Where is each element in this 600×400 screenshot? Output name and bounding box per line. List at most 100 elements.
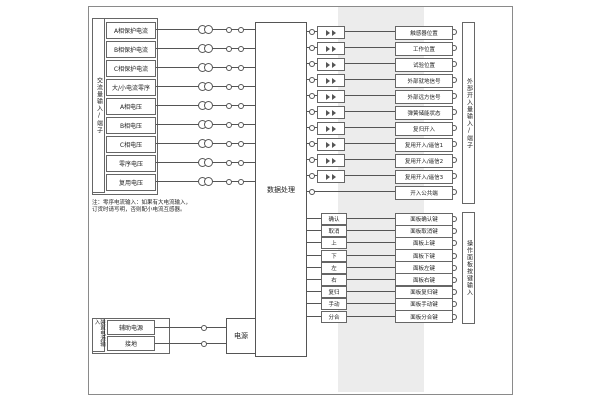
ac-input-label: A相电压	[106, 98, 156, 115]
panel-key-button-symbol: 左	[321, 261, 347, 274]
transformer-icon	[204, 158, 213, 167]
optocoupler-icon	[317, 74, 345, 87]
panel-key-label: 面板分合键	[395, 310, 453, 323]
panel-key-label: 面板右键	[395, 273, 453, 287]
power-supply-label: 电源	[234, 332, 248, 340]
digital-input-label: 工作位置	[395, 42, 453, 56]
terminal-icon	[309, 141, 315, 147]
optocoupler-icon	[317, 154, 345, 167]
wire	[305, 230, 455, 232]
transformer-icon	[204, 82, 213, 91]
digital-input-row: 复用开入/遥信1	[305, 136, 457, 152]
wire	[305, 111, 455, 112]
power-input-row: 接地	[105, 335, 255, 351]
digital-input-label: 外部远方信号	[395, 90, 453, 104]
footnote: 注：零序电流输入：如果有大电流输入，订货时请写明，否则配小电流互感器。	[92, 200, 192, 214]
panel-key-button-symbol: 复归	[321, 286, 347, 299]
panel-key-rows: 确认 面板确认键 取消 面板取消键 上 面板上键 下 面板下键 左 面板左键	[305, 212, 457, 323]
wire	[305, 143, 455, 144]
panel-key-button-symbol: 取消	[321, 225, 347, 238]
digital-input-label: 复用开入/遥信3	[395, 170, 453, 184]
panel-key-label: 面板左键	[395, 261, 453, 275]
transformer-icon	[204, 177, 213, 186]
panel-key-label: 面板确认键	[395, 212, 453, 226]
transformer-icon	[204, 139, 213, 148]
digital-input-row: 外部就地信号	[305, 72, 457, 88]
terminal-icon	[226, 122, 232, 128]
wire	[305, 191, 455, 192]
panel-key-row: 确认 面板确认键	[305, 212, 457, 226]
ac-input-rows: A相保护电流 B相保护电流 C相保护电流 大/小电流零序	[92, 20, 255, 191]
digital-input-group-label: 外部开入量输入/端子	[462, 22, 475, 204]
panel-key-row: 手动 面板手动键	[305, 297, 457, 311]
panel-key-button-symbol: 分合	[321, 310, 347, 323]
ac-input-label: B相保护电流	[106, 41, 156, 58]
digital-input-label: 试验位置	[395, 58, 453, 72]
panel-key-label: 面板复归键	[395, 285, 453, 299]
wire	[305, 266, 455, 268]
panel-key-label: 面板手动键	[395, 297, 453, 311]
ac-input-row: B相电压	[92, 115, 255, 134]
terminal-icon	[238, 179, 244, 185]
terminal-icon	[238, 65, 244, 71]
panel-key-button-symbol: 确认	[321, 213, 347, 225]
wire	[305, 175, 455, 176]
digital-input-row: 工作位置	[305, 40, 457, 56]
wire	[305, 278, 455, 280]
terminal-icon	[238, 27, 244, 33]
terminal-icon	[226, 160, 232, 166]
panel-key-button-symbol: 手动	[321, 298, 347, 311]
ac-input-group-label: 交流量输入/端子	[92, 18, 105, 193]
ac-input-label: 零序电压	[106, 155, 156, 172]
ac-input-label: C相电压	[106, 136, 156, 153]
panel-key-label: 面板下键	[395, 249, 453, 263]
power-input-label: 接地	[107, 336, 155, 351]
wire	[305, 95, 455, 96]
wire	[305, 63, 455, 64]
ac-input-label: C相保护电流	[106, 60, 156, 77]
terminal-icon	[309, 29, 315, 35]
terminal-icon	[226, 46, 232, 52]
digital-input-row: 试验位置	[305, 56, 457, 72]
wire	[305, 254, 455, 256]
terminal-icon	[238, 122, 244, 128]
panel-key-label: 面板取消键	[395, 224, 453, 238]
ac-input-row: B相保护电流	[92, 39, 255, 58]
transformer-icon	[204, 44, 213, 53]
terminal-icon	[309, 125, 315, 131]
wire	[305, 31, 455, 32]
terminal-icon	[309, 77, 315, 83]
terminal-icon	[238, 160, 244, 166]
digital-input-label: 复用开入/遥信2	[395, 154, 453, 168]
terminal-icon	[238, 84, 244, 90]
ac-input-label: 复用电压	[106, 174, 156, 191]
panel-key-row: 下 面板下键	[305, 249, 457, 263]
panel-key-group-label: 操作面板按键输入	[462, 212, 475, 324]
terminal-icon	[226, 65, 232, 71]
wire	[305, 291, 455, 293]
terminal-icon	[309, 45, 315, 51]
digital-input-label: 复用开入/遥信1	[395, 138, 453, 152]
panel-key-row: 右 面板右键	[305, 273, 457, 287]
ac-input-row: 大/小电流零序	[92, 77, 255, 96]
panel-key-button-symbol: 右	[321, 273, 347, 286]
transformer-icon	[204, 120, 213, 129]
ac-input-row: A相保护电流	[92, 20, 255, 39]
optocoupler-icon	[317, 106, 345, 119]
ac-input-row: C相电压	[92, 134, 255, 153]
wire	[305, 315, 455, 317]
digital-input-rows: 触感器位置 工作位置 试验位置 外部就地信号	[305, 24, 457, 200]
power-supply-block: 电源	[226, 318, 256, 354]
power-input-label: 辅助电源	[107, 320, 155, 335]
terminal-icon	[201, 341, 207, 347]
wire	[305, 159, 455, 160]
wire	[153, 327, 227, 328]
wire	[305, 79, 455, 80]
digital-input-row: 开入公共端	[305, 184, 457, 200]
ac-input-row: A相电压	[92, 96, 255, 115]
power-input-group-label: 装置电源输入	[92, 318, 105, 352]
panel-key-label: 面板上键	[395, 236, 453, 250]
panel-key-row: 取消 面板取消键	[305, 224, 457, 238]
terminal-icon	[226, 27, 232, 33]
panel-key-button-symbol: 上	[321, 237, 347, 250]
